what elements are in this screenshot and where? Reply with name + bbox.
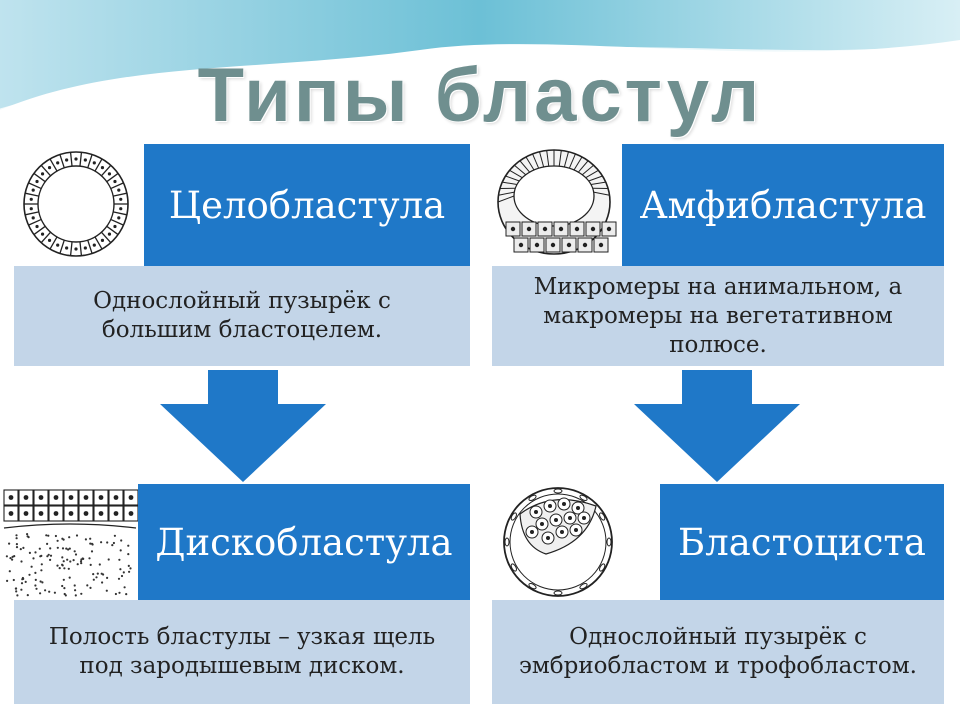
blastocyst-drawing: [492, 484, 660, 600]
card-header: Целобластула: [144, 144, 470, 266]
card-header: Дискобластула: [138, 484, 470, 600]
header-wave: [0, 0, 960, 112]
description-line: макромеры на вегетативном: [543, 302, 893, 329]
description-line: эмбриобластом и трофобластом.: [519, 653, 917, 679]
description-line: Полость бластулы – узкая щель: [48, 624, 436, 650]
arrow-down-icon: [634, 370, 800, 482]
card-description: Полость бластулы – узкая щель под зароды…: [14, 600, 470, 704]
card-description: Микромеры на анимальном, а макромеры на …: [492, 266, 944, 366]
arrow-down-icon: [160, 370, 326, 482]
discoblastula-drawing: [0, 484, 138, 600]
card-blastocyst: Бластоциста Однослойный пузырёк с эмбрио…: [492, 484, 944, 704]
description-line: большим бластоцелем.: [101, 317, 383, 343]
card-description: Однослойный пузырёк с эмбриобластом и тр…: [492, 600, 944, 704]
page-title: Типы бластул: [197, 53, 763, 138]
description-line: Однослойный пузырёк с: [93, 288, 391, 314]
card-description: Однослойный пузырёк с большим бластоцеле…: [14, 266, 470, 366]
card-header: Амфибластула: [622, 144, 944, 266]
card-title: Бластоциста: [678, 520, 926, 564]
card-title: Целобластула: [168, 183, 446, 227]
description-line: полюсе.: [669, 331, 767, 358]
card-coeloblastula: Целобластула Однослойный пузырёк с больш…: [14, 144, 470, 366]
card-title: Амфибластула: [639, 183, 927, 227]
amphiblastula-drawing: [492, 144, 622, 266]
description-line: Микромеры на анимальном, а: [533, 273, 903, 300]
coeloblastula-drawing: [14, 144, 144, 266]
description-line: Однослойный пузырёк с: [569, 624, 867, 650]
description-line: под зародышевым диском.: [79, 653, 405, 679]
card-header: Бластоциста: [660, 484, 944, 600]
card-amphiblastula: Амфибластула Микромеры на анимальном, а …: [492, 144, 944, 366]
card-discoblastula: Дискобластула Полость бластулы – узкая щ…: [0, 484, 470, 704]
card-title: Дискобластула: [155, 520, 453, 564]
